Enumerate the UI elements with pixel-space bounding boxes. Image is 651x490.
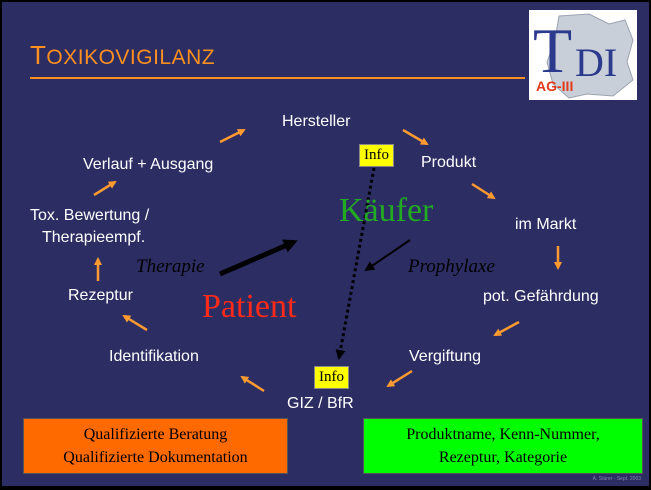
author-credit: A. Stürer - Sept. 2003	[592, 476, 641, 482]
node-giz-bfr: GIZ / BfR	[287, 395, 354, 412]
logo-tag: AG-III	[536, 78, 574, 94]
therapie-label: Therapie	[136, 256, 205, 277]
product-data-line-1: Produktname, Kenn-Nummer,	[406, 426, 600, 443]
node-im-markt: im Markt	[515, 216, 577, 233]
info-badge-bottom: Info	[314, 366, 349, 389]
node-tox-bewertung: Tox. Bewertung /	[30, 207, 150, 224]
svg-text:DI: DI	[575, 40, 617, 85]
qualification-box: Qualifizierte Beratung Qualifizierte Dok…	[23, 418, 288, 474]
node-verlauf-ausgang: Verlauf + Ausgang	[83, 156, 214, 173]
kaeufer-label: Käufer	[339, 192, 434, 229]
tdi-logo: T DI AG-III	[529, 10, 637, 100]
qualification-line-1: Qualifizierte Beratung	[83, 426, 228, 443]
node-rezeptur: Rezeptur	[68, 287, 133, 304]
node-vergiftung: Vergiftung	[409, 348, 482, 365]
prophylaxe-label: Prophylaxe	[408, 256, 495, 277]
title-rest: OXIKOVIGILANZ	[46, 46, 216, 69]
tdi-logo-graphic: T DI	[533, 13, 634, 99]
product-data-box: Produktname, Kenn-Nummer, Rezeptur, Kate…	[363, 418, 643, 474]
node-therapieempf: Therapieempf.	[42, 229, 146, 246]
title-first-letter: T	[30, 40, 47, 70]
product-data-line-2: Rezeptur, Kategorie	[438, 449, 568, 466]
node-produkt: Produkt	[421, 154, 477, 171]
node-identifikation: Identifikation	[109, 348, 199, 365]
node-pot-gefaehrdung: pot. Gefährdung	[483, 288, 599, 305]
node-hersteller: Hersteller	[282, 113, 351, 130]
info-badge-top: Info	[359, 144, 394, 167]
title-underline	[30, 77, 525, 79]
slide-title: TOXIKOVIGILANZ	[30, 40, 215, 71]
qualification-line-2: Qualifizierte Dokumentation	[63, 449, 248, 466]
patient-label: Patient	[202, 288, 297, 325]
svg-text:T: T	[533, 15, 572, 86]
